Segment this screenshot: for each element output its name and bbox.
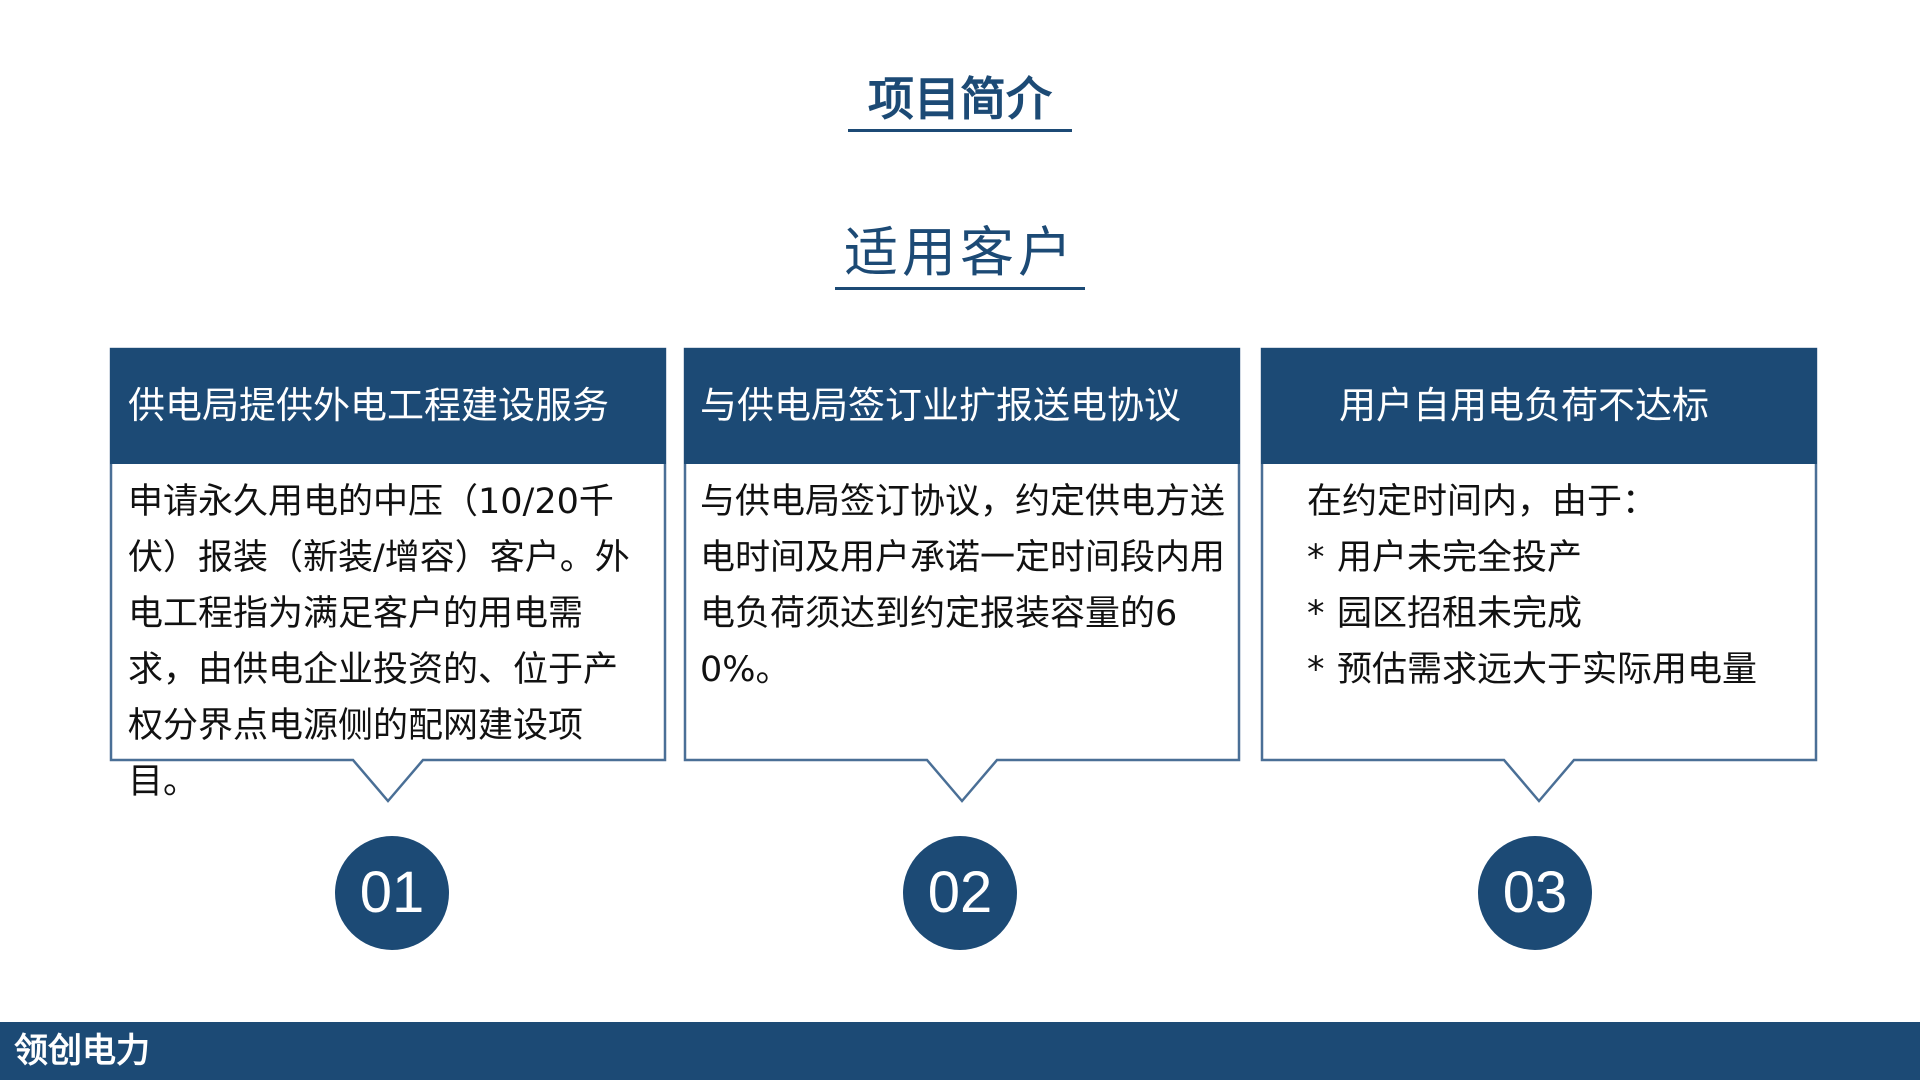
footer-brand: 领创电力 xyxy=(14,1031,150,1071)
bullet-mark: * xyxy=(1307,650,1325,690)
card-body-2: 与供电局签订协议，约定供电方送电时间及用户承诺一定时间段内用电负荷须达到约定报装… xyxy=(684,464,1240,760)
list-item-text: 预估需求远大于实际用电量 xyxy=(1337,650,1758,690)
list-item-text: 用户未完全投产 xyxy=(1337,538,1583,578)
step-badge-02: 02 xyxy=(903,836,1017,950)
card-text-2: 与供电局签订协议，约定供电方送电时间及用户承诺一定时间段内用电负荷须达到约定报装… xyxy=(700,482,1226,690)
bullet-mark: * xyxy=(1307,594,1325,634)
card-title-1: 供电局提供外电工程建设服务 xyxy=(110,348,666,464)
card-body-3: 在约定时间内，由于： * 用户未完全投产 * 园区招租未完成 * 预估需求远大于实际用… xyxy=(1261,464,1817,760)
list-item: * 用户未完全投产 xyxy=(1307,530,1803,586)
card-intro-3: 在约定时间内，由于： xyxy=(1307,482,1658,522)
bullet-mark: * xyxy=(1307,538,1325,578)
card-body-1: 申请永久用电的中压（10/20千伏）报装（新装/增容）客户。外电工程指为满足客户… xyxy=(110,464,666,802)
reason-list: * 用户未完全投产 * 园区招租未完成 * 预估需求远大于实际用电量 xyxy=(1307,530,1803,698)
card-text-1: 申请永久用电的中压（10/20千伏）报装（新装/增容）客户。外电工程指为满足客户… xyxy=(128,482,630,802)
card-title-3: 用户自用电负荷不达标 xyxy=(1261,348,1817,464)
page-title: 项目简介 xyxy=(848,66,1072,132)
card-title-2: 与供电局签订业扩报送电协议 xyxy=(684,348,1240,464)
section-subtitle: 适用客户 xyxy=(835,222,1085,290)
step-badge-01: 01 xyxy=(335,836,449,950)
card-2: 与供电局签订业扩报送电协议 与供电局签订协议，约定供电方送电时间及用户承诺一定时… xyxy=(683,347,1241,803)
step-badge-03: 03 xyxy=(1478,836,1592,950)
list-item: * 园区招租未完成 xyxy=(1307,586,1803,642)
card-3: 用户自用电负荷不达标 在约定时间内，由于： * 用户未完全投产 * 园区招租未完成 … xyxy=(1260,347,1818,803)
card-1: 供电局提供外电工程建设服务 申请永久用电的中压（10/20千伏）报装（新装/增容… xyxy=(109,347,667,803)
list-item: * 预估需求远大于实际用电量 xyxy=(1307,642,1803,698)
footer-bar: 领创电力 xyxy=(0,1022,1920,1080)
list-item-text: 园区招租未完成 xyxy=(1337,594,1583,634)
